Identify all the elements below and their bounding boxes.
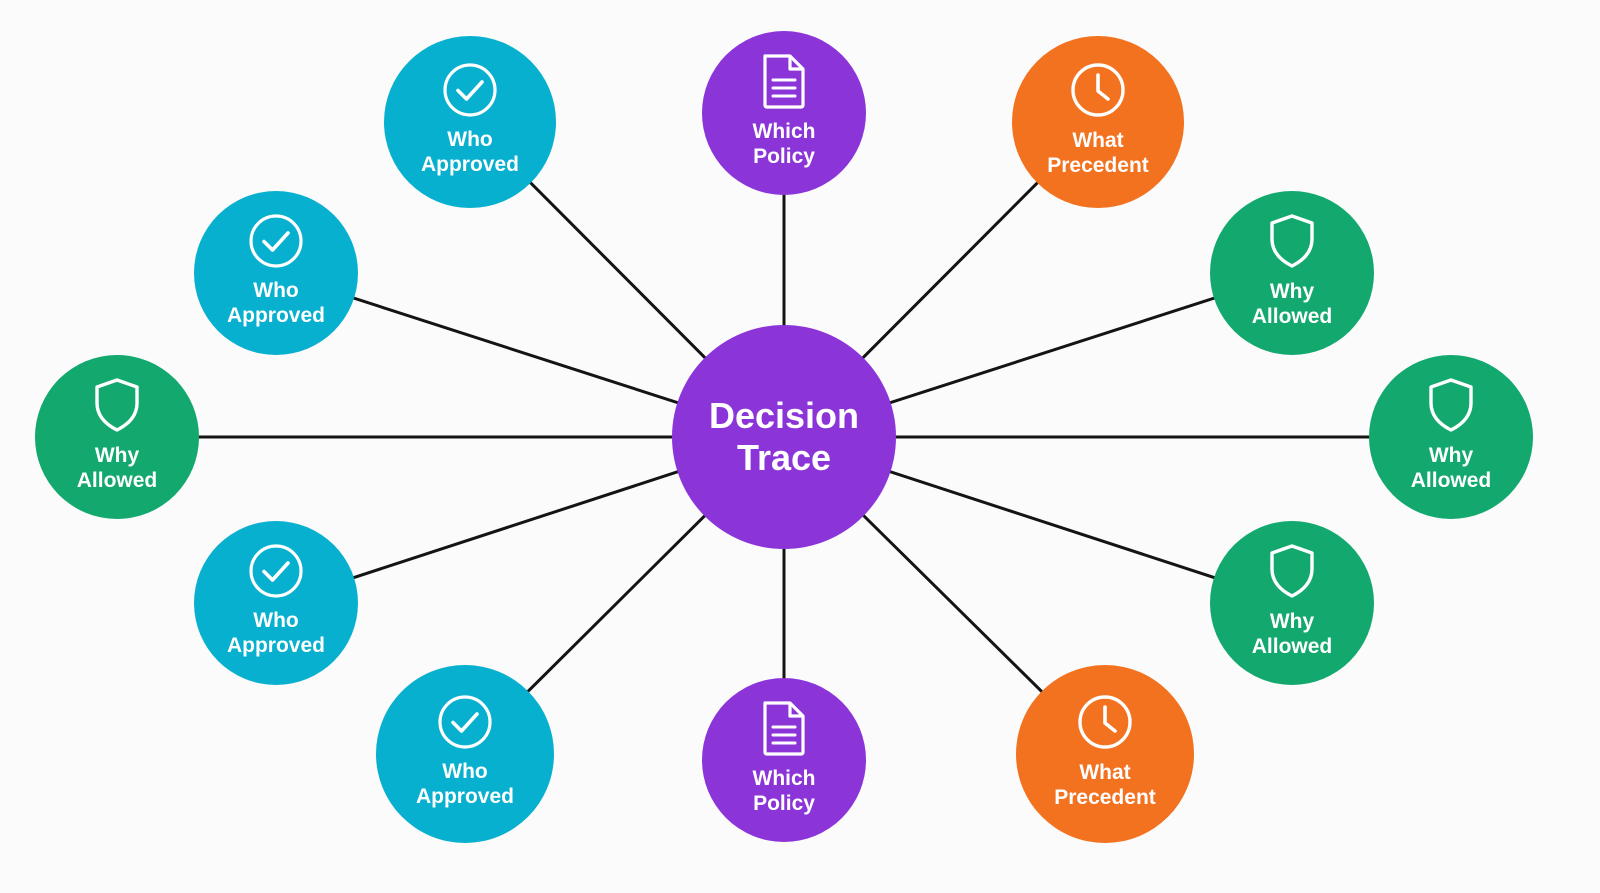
shield-icon <box>1267 212 1317 275</box>
document-icon <box>759 699 809 762</box>
clock-icon <box>1076 693 1134 756</box>
node-who-approved-lower-left: Who Approved <box>194 521 358 685</box>
node-label: Which Policy <box>752 119 816 168</box>
node-label: Who Approved <box>415 759 514 808</box>
node-why-allowed-left: Why Allowed <box>35 355 199 519</box>
shield-icon <box>1267 542 1317 605</box>
node-what-precedent-top: What Precedent <box>1012 36 1184 208</box>
node-who-approved-bottom: Who Approved <box>376 665 554 843</box>
node-label: Who Approved <box>226 608 325 657</box>
document-icon <box>759 52 809 115</box>
node-label: What Precedent <box>1047 128 1149 177</box>
check-circle-icon <box>437 694 493 755</box>
node-what-precedent-bottom: What Precedent <box>1016 665 1194 843</box>
node-label: Why Allowed <box>1410 443 1492 492</box>
node-who-approved-top: Who Approved <box>384 36 556 208</box>
shield-icon <box>92 376 142 439</box>
node-label: Who Approved <box>420 127 519 176</box>
decision-trace-hub: Decision Trace <box>672 325 896 549</box>
node-label: Which Policy <box>752 766 816 815</box>
shield-icon <box>1426 376 1476 439</box>
check-circle-icon <box>248 543 304 604</box>
check-circle-icon <box>442 62 498 123</box>
node-which-policy-bottom: Which Policy <box>702 678 866 842</box>
node-why-allowed-right: Why Allowed <box>1369 355 1533 519</box>
node-who-approved-upper-left: Who Approved <box>194 191 358 355</box>
node-label: Why Allowed <box>1251 279 1333 328</box>
check-circle-icon <box>248 213 304 274</box>
node-which-policy-top: Which Policy <box>702 31 866 195</box>
node-label: Why Allowed <box>1251 609 1333 658</box>
node-label: Why Allowed <box>76 443 158 492</box>
node-why-allowed-lower-right: Why Allowed <box>1210 521 1374 685</box>
node-label: Who Approved <box>226 278 325 327</box>
node-why-allowed-upper-right: Why Allowed <box>1210 191 1374 355</box>
clock-icon <box>1069 61 1127 124</box>
node-label: What Precedent <box>1054 760 1156 809</box>
hub-label: Decision Trace <box>708 395 860 478</box>
